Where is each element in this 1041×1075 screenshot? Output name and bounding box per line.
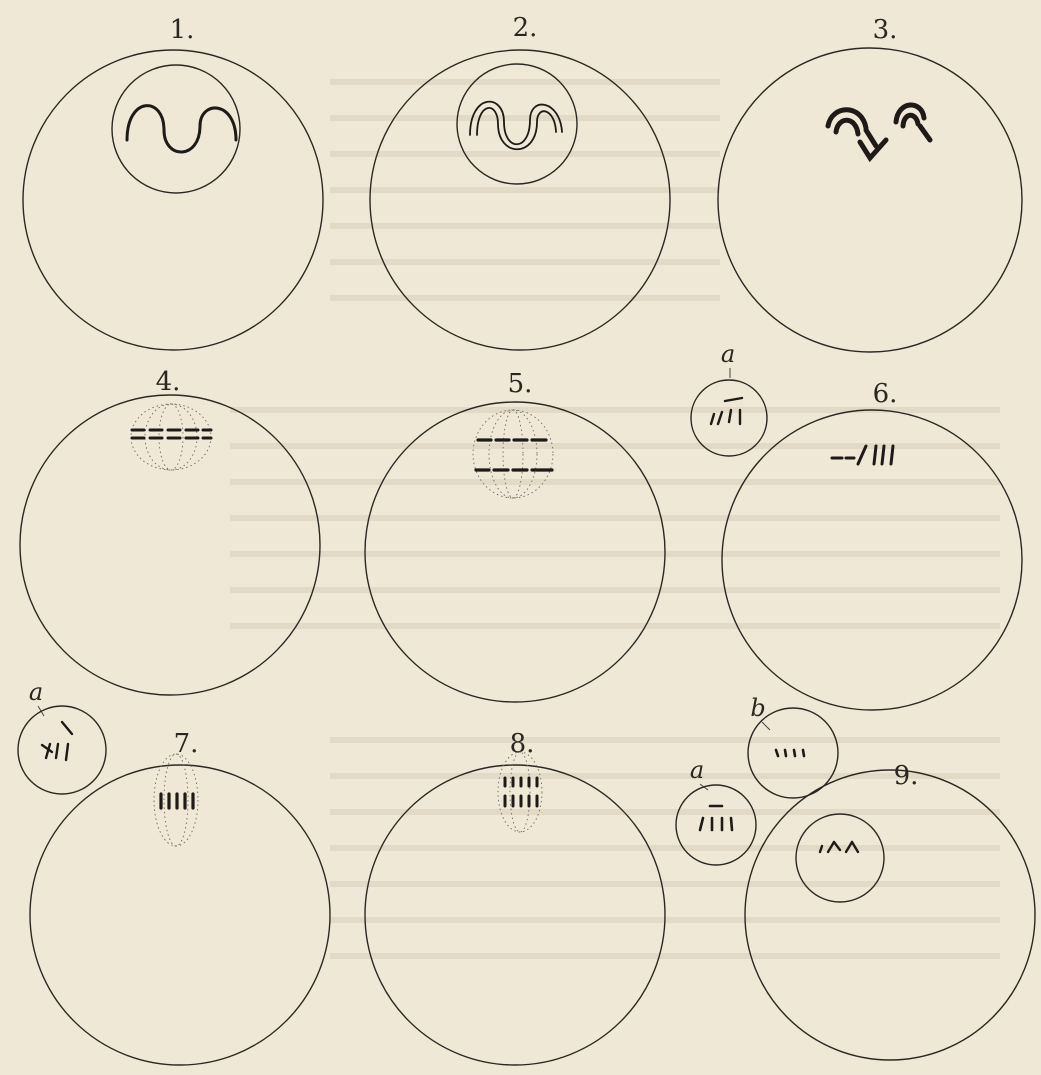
egg-outline bbox=[718, 48, 1022, 352]
chromosome-loops bbox=[828, 105, 930, 158]
figure-1: 1. bbox=[23, 15, 323, 350]
figure-4-label: 4. bbox=[156, 367, 181, 397]
egg-outline bbox=[370, 50, 670, 350]
polar-body-a bbox=[676, 785, 756, 865]
egg-outline bbox=[30, 765, 330, 1065]
egg-outline bbox=[722, 410, 1022, 710]
figure-4: 4. bbox=[20, 367, 320, 695]
figure-5-label: 5. bbox=[508, 369, 533, 399]
chromatin-thread-double bbox=[470, 102, 562, 145]
figure-8: 8. bbox=[365, 729, 665, 1065]
figure-9: 9. b a bbox=[676, 694, 1035, 1060]
polar-body-b bbox=[748, 708, 838, 798]
spindle bbox=[498, 752, 542, 832]
equatorial-plate bbox=[132, 430, 211, 438]
polar-body-a-label: a bbox=[721, 340, 735, 368]
figure-9-label: 9. bbox=[894, 761, 919, 791]
egg-outline bbox=[20, 395, 320, 695]
figure-5: 5. bbox=[365, 369, 665, 702]
polar-body-b-label: b bbox=[750, 694, 765, 722]
figure-8-label: 8. bbox=[510, 729, 535, 759]
figure-2-label: 2. bbox=[513, 13, 538, 43]
chromatin-thread bbox=[127, 106, 236, 152]
figure-3: 3. bbox=[718, 15, 1022, 352]
figure-6: 6. a bbox=[691, 340, 1022, 710]
polar-body-a-label: a bbox=[29, 678, 43, 706]
polar-body-a-label: a bbox=[690, 756, 704, 784]
polar-body-b-chromosomes bbox=[776, 750, 804, 756]
figure-6-label: 6. bbox=[873, 379, 898, 409]
pronucleus-outline bbox=[796, 814, 884, 902]
spindle bbox=[510, 752, 530, 832]
figure-1-label: 1. bbox=[170, 15, 195, 45]
polar-body-a bbox=[18, 706, 106, 794]
figure-3-label: 3. bbox=[873, 15, 898, 45]
polar-body-chromosomes bbox=[42, 722, 72, 760]
figure-7: 7. a bbox=[18, 678, 330, 1065]
show-through-texture bbox=[230, 82, 1000, 956]
nucleus-outline bbox=[112, 65, 240, 193]
label-leader bbox=[762, 722, 770, 730]
egg-outline bbox=[23, 50, 323, 350]
chromatin-thread-double bbox=[477, 108, 556, 149]
